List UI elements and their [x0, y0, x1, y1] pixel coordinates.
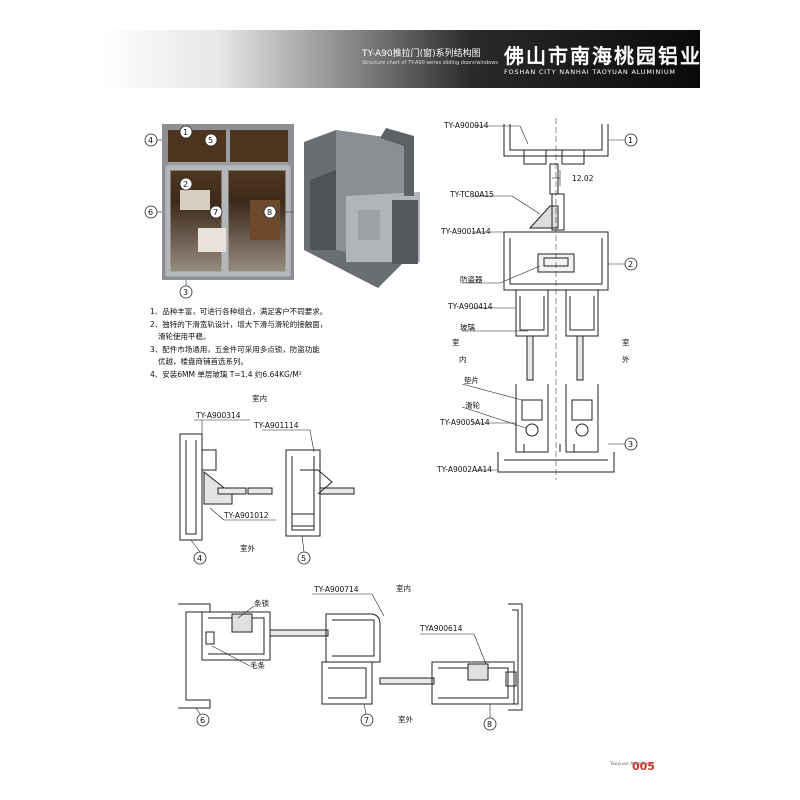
- note-item: 优越，楼盘商铺首选系列。: [158, 357, 248, 366]
- callout-4: 4: [197, 554, 202, 563]
- page-number: 005: [632, 760, 655, 773]
- footer-logo: Taoyuan Aluminium: [610, 762, 655, 767]
- outdoor-label: 外: [622, 354, 630, 364]
- callout-5: 5: [301, 554, 306, 563]
- section-bottom-labels: 室内 TY-A900714 TYA900614 条锁 毛条 室外: [250, 583, 463, 724]
- note-item: 3、配件市场通用，五金件可采用多点锁，防盗功能: [150, 344, 320, 354]
- profile-label: TY-A900414: [447, 302, 493, 311]
- profile-extrusion-3d: [304, 128, 420, 288]
- section-main-circles: [624, 133, 638, 451]
- brand-name-en: FOSHAN CITY NANHAI TAOYUAN ALUMINIUM: [504, 68, 676, 76]
- part-label-shim: 垫片: [464, 375, 479, 385]
- callout-1: 1: [628, 136, 633, 145]
- series-title: TY-A90推拉门(窗)系列结构图: [362, 49, 481, 59]
- callout-8: 8: [487, 720, 492, 729]
- note-item: 1、品种丰富，可进行各种组合，满足客户不同要求。: [150, 307, 328, 316]
- callout-1: 1: [183, 128, 188, 137]
- outdoor-label: 室外: [398, 714, 413, 724]
- photo-circles: [144, 125, 277, 299]
- window-photo: [162, 124, 294, 280]
- note-item: 2、独特的下滑宽轨设计，增大下滑与滑轮的接触面，: [150, 319, 328, 329]
- callout-6: 6: [200, 716, 205, 725]
- dimension-label: 12.02: [572, 174, 594, 183]
- part-label-brush-strip: 毛条: [250, 660, 265, 670]
- part-label-anti-theft: 防盗器: [460, 274, 483, 284]
- brand-name: 佛山市南海桃园铝业: [504, 44, 702, 68]
- photo-circle-numbers: 4 1 5 2 6 7 8 3: [148, 128, 272, 297]
- profile-label: TY-A900914: [443, 121, 489, 130]
- callout-5: 5: [208, 136, 213, 145]
- section-bottom-leaders: [195, 593, 491, 718]
- callout-7: 7: [364, 716, 369, 725]
- profile-label: TY-A900314: [195, 411, 241, 420]
- indoor-label: 室内: [252, 393, 267, 403]
- profile-label: TY-A9002AA14: [436, 465, 492, 474]
- callout-3: 3: [183, 288, 188, 297]
- outdoor-label: 室: [622, 337, 630, 347]
- profile-label: TY-A901012: [223, 511, 269, 520]
- profile-label: TY-TC80A15: [449, 190, 494, 199]
- section-side-drawing: [179, 433, 355, 541]
- section-main-leaders: [461, 125, 625, 471]
- feature-notes: 1、品种丰富，可进行各种组合，满足客户不同要求。 2、独特的下滑宽轨设计，增大下…: [150, 306, 327, 381]
- part-label-lock-strip: 条锁: [254, 598, 269, 608]
- note-item: 4、安装6MM 单层玻璃 T=1.4 约6.64KG/M²: [150, 369, 302, 379]
- callout-4: 4: [148, 136, 153, 145]
- note-item: 滑轮使用平稳。: [158, 332, 211, 341]
- indoor-label: 室内: [396, 583, 411, 593]
- section-side-leaders: [190, 419, 315, 553]
- callout-8: 8: [267, 208, 272, 217]
- header-banner: TY-A90推拉门(窗)系列结构图 Structure chart of TY-…: [100, 30, 700, 88]
- section-bottom-circles: [196, 713, 497, 731]
- profile-label: TY-A900714: [313, 585, 359, 594]
- outdoor-label: 室外: [240, 543, 255, 553]
- section-bottom-drawing: [178, 603, 523, 711]
- callout-6: 6: [148, 208, 153, 217]
- series-title-en: Structure chart of TY-A90 series sliding…: [362, 60, 498, 66]
- callout-2: 2: [628, 260, 633, 269]
- indoor-label: 室: [452, 337, 460, 347]
- callout-7: 7: [213, 208, 218, 217]
- profile-label: TY-A9001A14: [440, 227, 491, 236]
- section-side-labels: 室内 TY-A900314 TY-A901114 TY-A901012 室外: [195, 393, 299, 553]
- profile-label: TYA900614: [419, 624, 463, 633]
- indoor-label: 内: [459, 354, 467, 364]
- section-main-labels: TY-A900914 TY-TC80A15 TY-A9001A14 TY-A90…: [436, 121, 630, 474]
- section-side-circles: [193, 551, 311, 565]
- profile-label: TY-A9005A14: [439, 418, 490, 427]
- profile-label: TY-A901114: [253, 421, 299, 430]
- photo-callouts: [157, 139, 294, 286]
- part-label-glass: 玻璃: [460, 322, 475, 332]
- part-label-roller: 滑轮: [465, 400, 480, 410]
- callout-3: 3: [628, 440, 633, 449]
- callout-2: 2: [183, 180, 188, 189]
- section-main-drawing: [497, 118, 615, 480]
